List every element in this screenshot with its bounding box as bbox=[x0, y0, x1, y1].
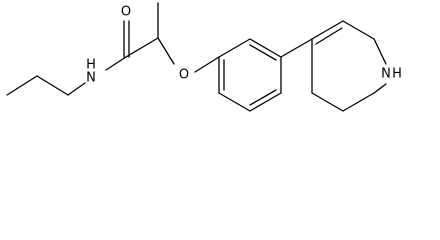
bond-propyl-ch3-ch2 bbox=[6, 75, 38, 96]
benzene-bond-5 bbox=[218, 92, 251, 112]
tetrahydropyridine-ring bbox=[311, 20, 387, 112]
benzene-ring bbox=[218, 38, 282, 112]
carbonyl-oxygen-label: O bbox=[121, 5, 131, 20]
ring-nitrogen-label: N bbox=[381, 67, 391, 82]
thp-bond-c6-c5 bbox=[342, 92, 375, 112]
ring-nh-label: N H bbox=[381, 67, 402, 82]
amide-group bbox=[105, 20, 159, 71]
chemical-structure: O H N O N H bbox=[6, 2, 402, 112]
benzene-bond-4 bbox=[249, 92, 282, 112]
bond-propyl-ch2-ch2 bbox=[36, 75, 69, 96]
benzene-bond-1 bbox=[218, 38, 251, 58]
thp-double-bond-inner bbox=[315, 27, 343, 45]
alpha-carbon-group bbox=[157, 2, 220, 73]
thp-bond-c5-c4 bbox=[311, 92, 344, 112]
propyl-chain bbox=[6, 75, 86, 96]
amide-nh-label: H N bbox=[86, 58, 96, 86]
thp-bond-c4-c3 bbox=[311, 20, 344, 40]
benzene-bond-2 bbox=[249, 38, 282, 58]
amide-nitrogen-label: N bbox=[86, 71, 96, 86]
ether-oxygen-label: O bbox=[179, 68, 189, 83]
bond-ch-ether-o bbox=[157, 37, 175, 65]
benzene-inner-bond-2 bbox=[249, 89, 277, 106]
thp-bond-c2-n bbox=[373, 38, 387, 65]
bond-n-carbonyl-c bbox=[105, 56, 127, 71]
thp-bond-c3-c2 bbox=[342, 20, 375, 40]
bond-carbonyl-c-ch bbox=[125, 37, 159, 58]
benzene-inner-bond-1 bbox=[249, 44, 277, 61]
bond-propyl-ch2-n bbox=[67, 82, 86, 96]
thp-bond-n-c6 bbox=[373, 83, 387, 94]
bond-aryl-ring bbox=[280, 38, 313, 58]
amide-hydrogen-label: H bbox=[86, 58, 96, 73]
bond-ether-o-aryl bbox=[194, 56, 220, 73]
ring-hydrogen-label: H bbox=[392, 67, 402, 82]
